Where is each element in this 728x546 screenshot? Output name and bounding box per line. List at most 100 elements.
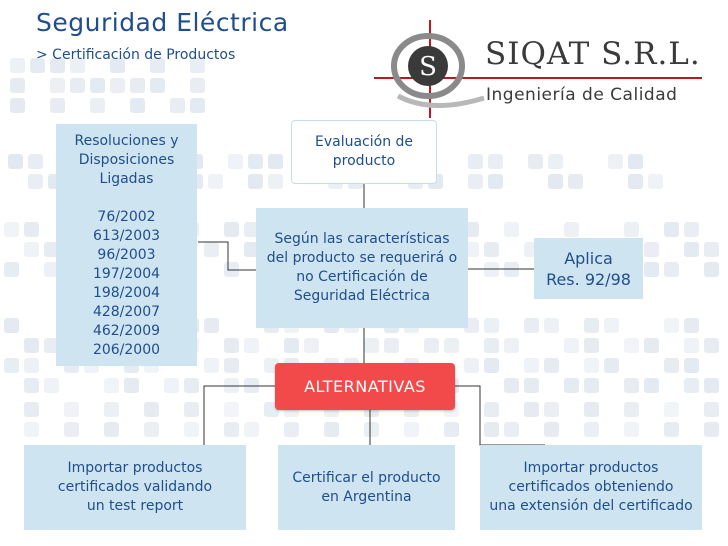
background-square [190, 98, 205, 113]
aplica-box: Aplica Res. 92/98 [534, 238, 643, 299]
background-square [248, 174, 263, 189]
connector-alt-imp1 [203, 385, 275, 445]
background-square [628, 154, 643, 169]
opcion-3-line-3: una extensión del certificado [489, 498, 693, 514]
page-title: Seguridad Eléctrica [36, 8, 289, 37]
background-square [504, 338, 519, 353]
opcion-2-line-2: en Argentina [321, 488, 412, 505]
background-square [664, 318, 679, 333]
background-square [524, 358, 539, 373]
background-square [44, 262, 59, 277]
background-square [184, 378, 199, 393]
alternativas-box: ALTERNATIVAS [275, 363, 455, 410]
background-square [704, 378, 719, 393]
background-square [484, 242, 499, 257]
background-square [284, 338, 299, 353]
background-square [284, 422, 299, 437]
background-square [624, 222, 639, 237]
background-square [684, 358, 699, 373]
background-square [228, 154, 243, 169]
background-square [468, 174, 483, 189]
background-square [10, 78, 25, 93]
background-square [584, 402, 599, 417]
background-square [704, 338, 719, 353]
background-square [568, 174, 583, 189]
opcion-importar-test-report-box: Importar productos certificados validand… [24, 445, 246, 530]
logo-letter: S [419, 52, 437, 82]
background-square [170, 98, 185, 113]
resolucion-item: 613/2003 [92, 228, 161, 244]
background-square [664, 422, 679, 437]
background-square [44, 378, 59, 393]
background-square [224, 358, 239, 373]
background-square [4, 262, 19, 277]
background-square [150, 58, 165, 73]
background-square [28, 174, 43, 189]
siqat-logo: S [374, 20, 702, 118]
background-square [524, 402, 539, 417]
background-square [24, 338, 39, 353]
background-square [644, 262, 659, 277]
background-square [584, 318, 599, 333]
background-square [50, 58, 65, 73]
background-square [624, 338, 639, 353]
background-square [24, 422, 39, 437]
aplica-line-2: Res. 92/98 [546, 269, 631, 289]
background-square [484, 402, 499, 417]
background-square [224, 222, 239, 237]
background-square [564, 338, 579, 353]
page-subtitle: > Certificación de Productos [36, 47, 236, 63]
background-square [644, 378, 659, 393]
background-square [524, 318, 539, 333]
background-square [24, 242, 39, 257]
background-square [664, 222, 679, 237]
background-square [584, 422, 599, 437]
resolucion-item: 462/2009 [92, 323, 161, 339]
background-square [564, 378, 579, 393]
background-square [224, 338, 239, 353]
background-square [544, 422, 559, 437]
background-square [564, 222, 579, 237]
resolucion-item: 197/2004 [92, 266, 161, 282]
background-square [208, 174, 223, 189]
background-square [204, 318, 219, 333]
background-square [24, 378, 39, 393]
evaluacion-line-2: producto [332, 153, 396, 169]
background-square [64, 422, 79, 437]
background-square [10, 58, 25, 73]
background-square [404, 422, 419, 437]
background-square [704, 262, 719, 277]
background-square [224, 402, 239, 417]
background-square [164, 378, 179, 393]
background-square [608, 154, 623, 169]
background-square [364, 338, 379, 353]
background-square [130, 78, 145, 93]
background-square [24, 402, 39, 417]
caracteristicas-box: Según las características del producto s… [256, 208, 468, 328]
background-square [644, 338, 659, 353]
background-square [324, 422, 339, 437]
background-square [664, 262, 679, 277]
alternativas-label: ALTERNATIVAS [304, 377, 426, 396]
background-square [110, 78, 125, 93]
background-square [184, 422, 199, 437]
background-square [604, 318, 619, 333]
evaluacion-line-1: Evaluación de [314, 134, 414, 150]
opcion-3-line-2: certificados obteniendo [508, 479, 674, 495]
background-square [24, 222, 39, 237]
background-square [444, 338, 459, 353]
resoluciones-heading-1: Resoluciones y [74, 133, 179, 149]
resolucion-item: 96/2003 [97, 247, 156, 263]
connector-alt-imp2 [455, 385, 545, 446]
background-square [244, 242, 259, 257]
background-square [544, 402, 559, 417]
background-square [44, 242, 59, 257]
caracteristicas-line-4: Seguridad Eléctrica [293, 288, 431, 304]
logo-tagline: Ingeniería de Calidad [486, 85, 678, 105]
background-square [624, 422, 639, 437]
background-square [150, 78, 165, 93]
background-square [464, 358, 479, 373]
background-square [24, 358, 39, 373]
background-square [44, 338, 59, 353]
opcion-1-line-2: certificados validando [57, 479, 213, 495]
